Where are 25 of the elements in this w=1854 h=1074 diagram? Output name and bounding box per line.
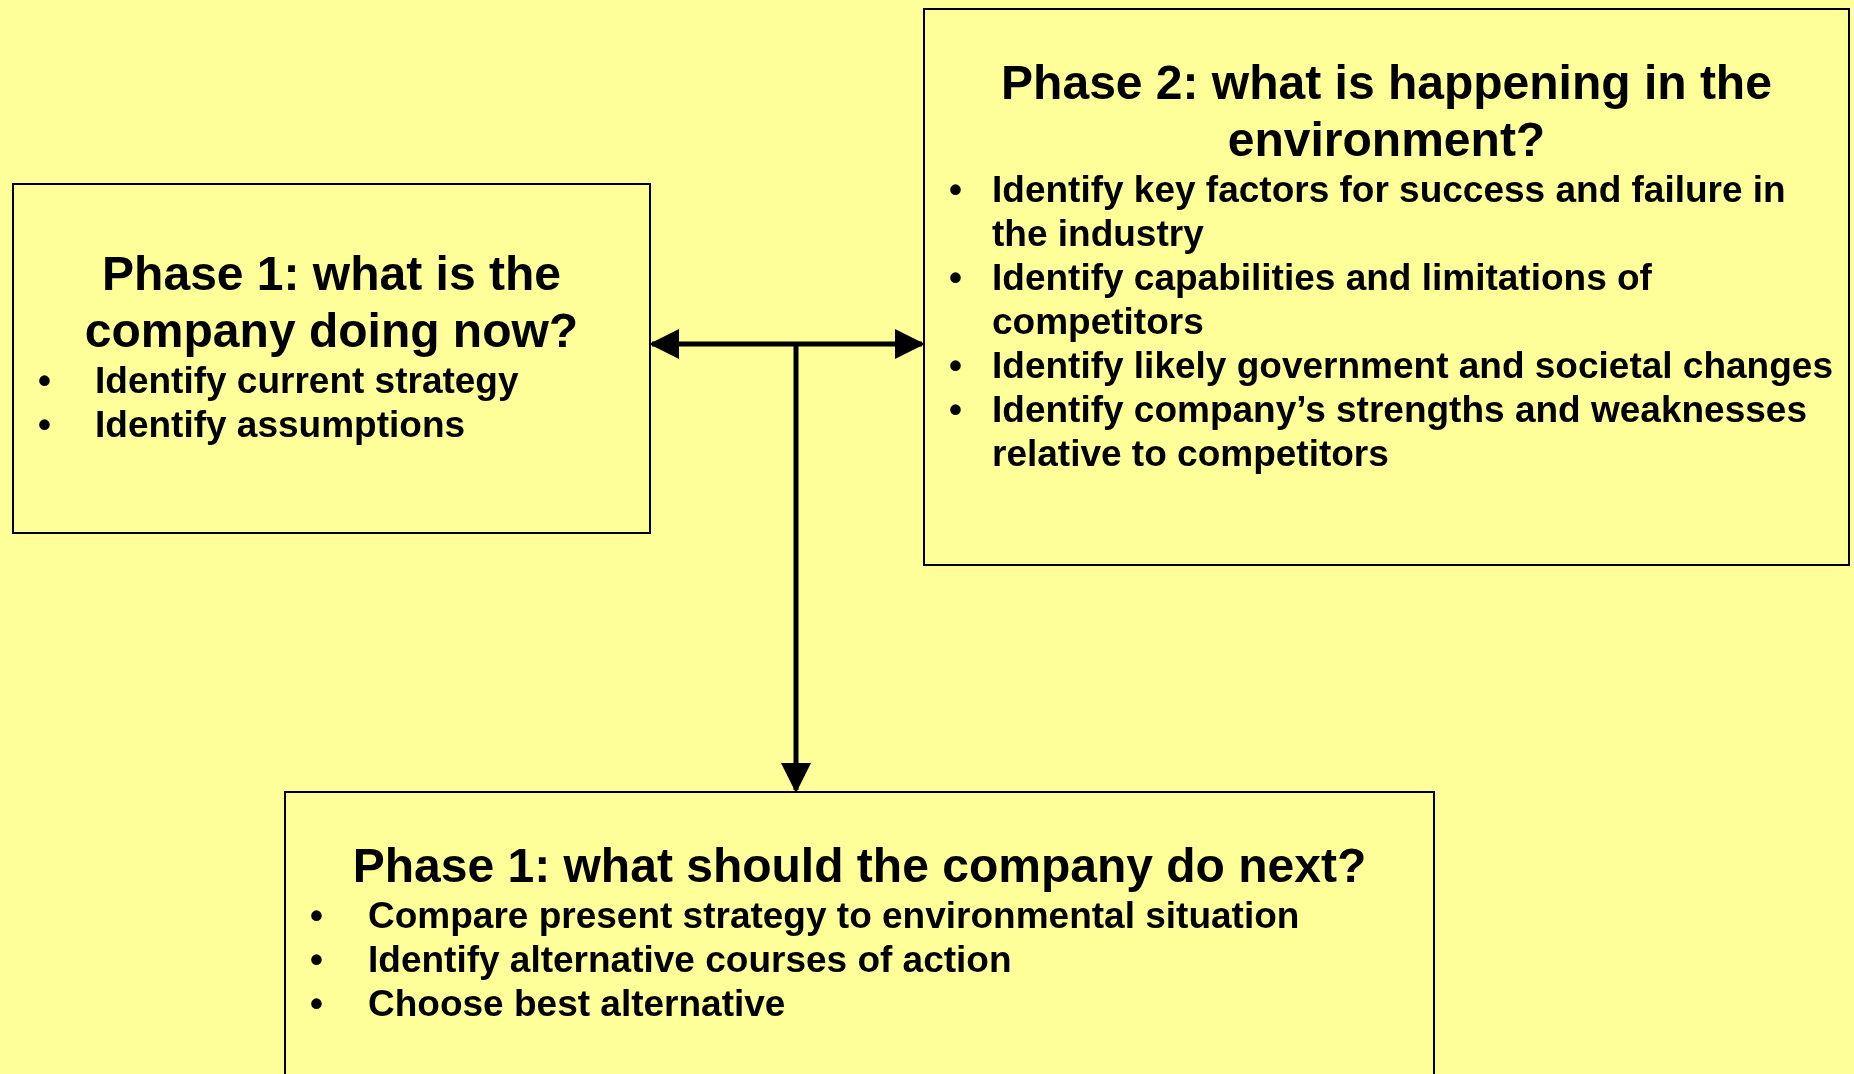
phase-box [12, 183, 651, 534]
bullet-marker: • [38, 403, 51, 447]
phase-box [923, 8, 1850, 566]
bullet-item: Identify capabilities and limitations of competitors [992, 256, 1653, 344]
bullet-item: Identify assumptions [95, 403, 467, 447]
bullet-marker: • [310, 982, 323, 1026]
bullet-marker: • [949, 388, 962, 432]
bullet-marker: • [38, 359, 51, 403]
bullet-item: Identify likely government and societal changes [992, 344, 1834, 388]
bullet-item: Identify alternative courses of action [368, 938, 1013, 982]
bullet-marker: • [949, 168, 962, 212]
arrow [781, 344, 811, 793]
phase-box [284, 791, 1435, 1074]
bullet-item: Identify current strategy [95, 359, 520, 403]
bullet-marker: • [949, 344, 962, 388]
bullet-item: Identify key factors for success and failure in the industry [992, 168, 1787, 256]
box-heading: Phase 1: what should the company do next? [351, 838, 1368, 894]
bullet-item: Compare present strategy to environmental situation [368, 894, 1301, 938]
bullet-marker: • [310, 938, 323, 982]
box-heading: Phase 2: what is happening in the environment? [1000, 55, 1773, 168]
bullet-item: Choose best alternative [368, 982, 787, 1026]
bullet-item: Identify company’s strengths and weaknesses relative to competitors [992, 388, 1808, 476]
bullet-marker: • [310, 894, 323, 938]
box-heading: Phase 1: what is the company doing now? [83, 246, 580, 359]
bullet-marker: • [949, 256, 962, 300]
